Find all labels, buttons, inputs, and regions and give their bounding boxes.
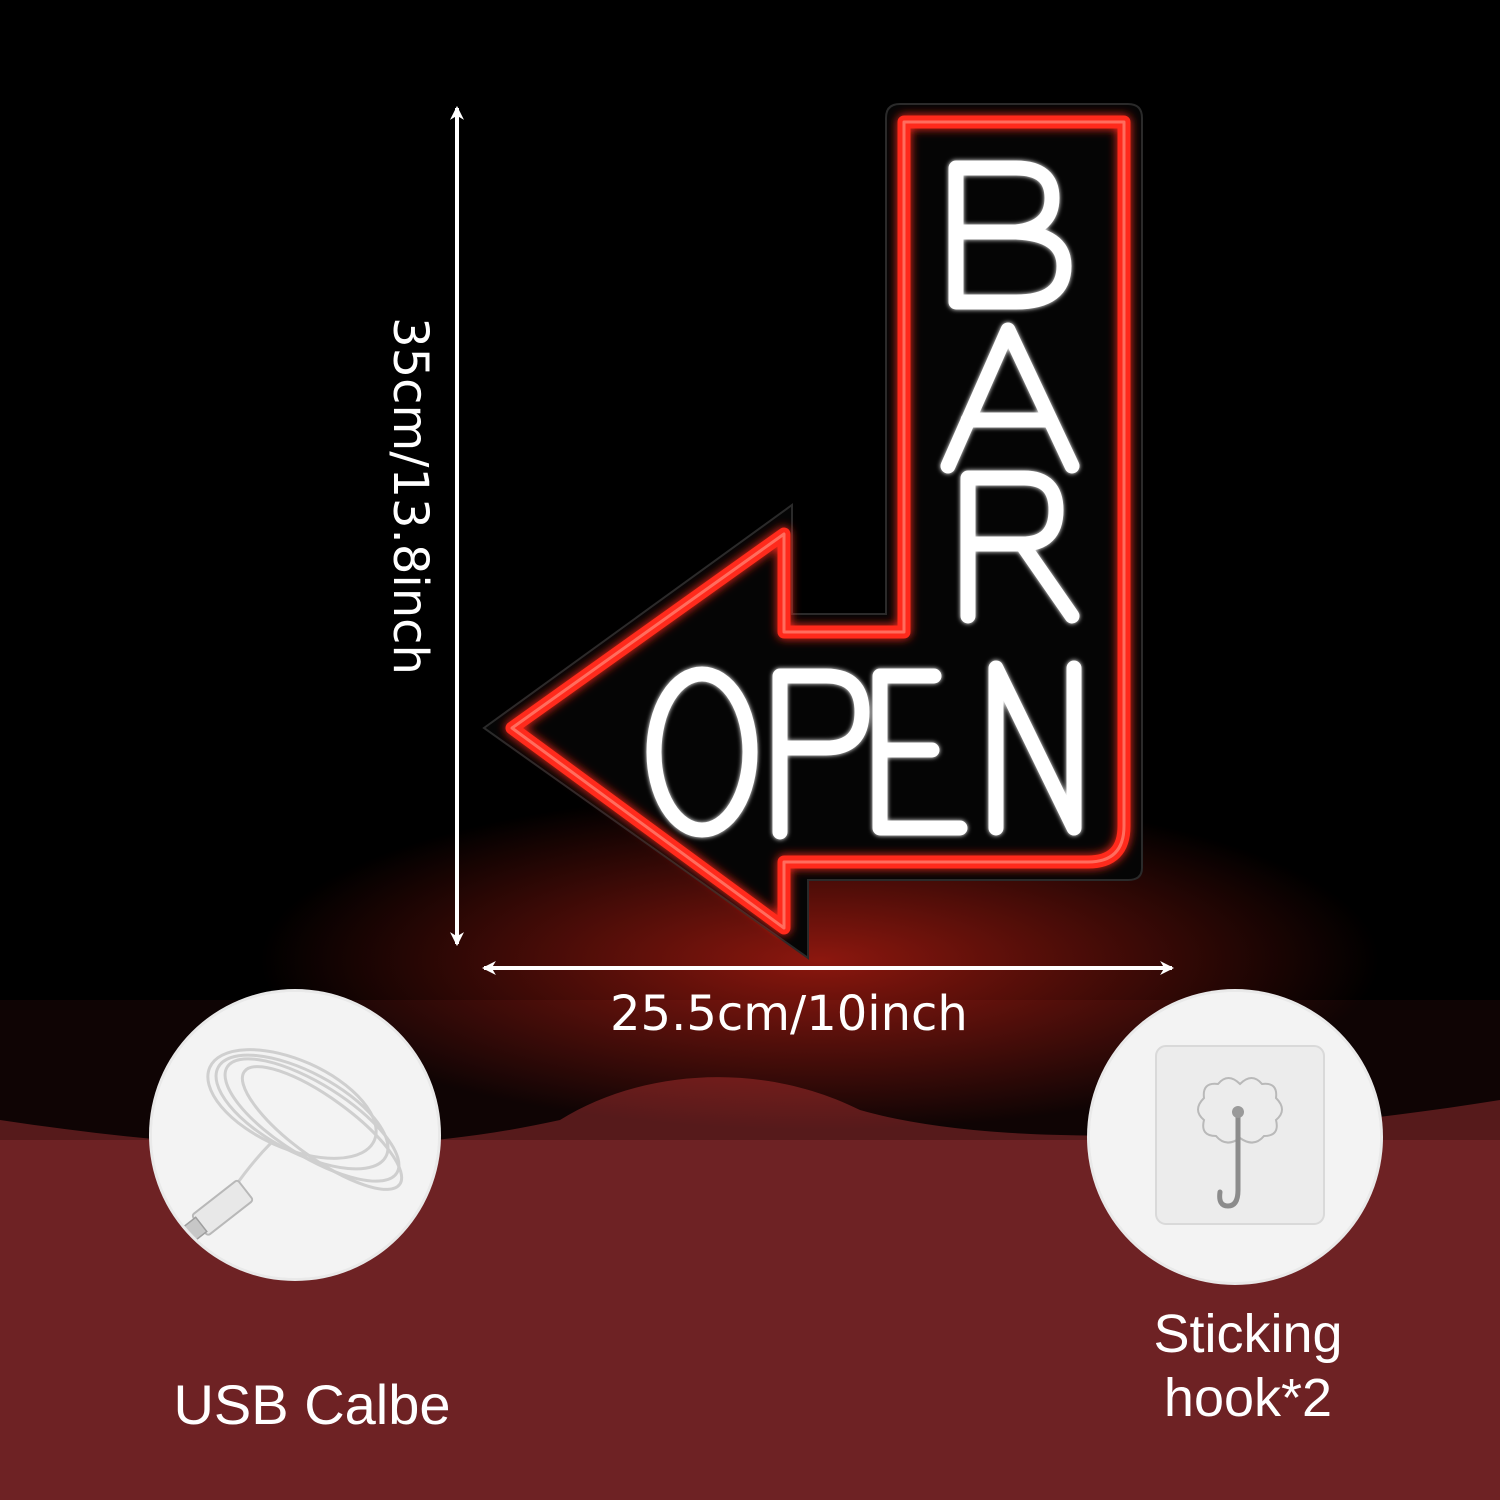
letter-p	[772, 668, 870, 840]
letter-o	[646, 666, 758, 838]
sticking-hook-icon	[1090, 992, 1380, 1282]
usb-cable-icon	[152, 992, 438, 1278]
usb-cable-thumbnail	[152, 992, 438, 1278]
height-label: 35cm/13.8inch	[382, 317, 438, 675]
sticking-hook-label-line2: hook*2	[1163, 1368, 1333, 1428]
letter-b	[948, 160, 1072, 310]
letter-n	[988, 660, 1082, 836]
sticking-hook-label-line1: Sticking	[1153, 1304, 1343, 1364]
letter-a	[940, 322, 1080, 474]
neon-word-bar	[940, 160, 1080, 624]
sticking-hook-label: Sticking hook*2	[1090, 1302, 1406, 1430]
letter-r	[960, 470, 1080, 624]
neon-arrow-core	[510, 120, 1126, 930]
width-label: 25.5cm/10inch	[610, 986, 968, 1042]
neon-word-open	[646, 660, 1082, 840]
letter-e	[872, 668, 968, 836]
sticking-hook-thumbnail	[1090, 992, 1380, 1282]
usb-cable-label: USB Calbe	[173, 1373, 451, 1436]
